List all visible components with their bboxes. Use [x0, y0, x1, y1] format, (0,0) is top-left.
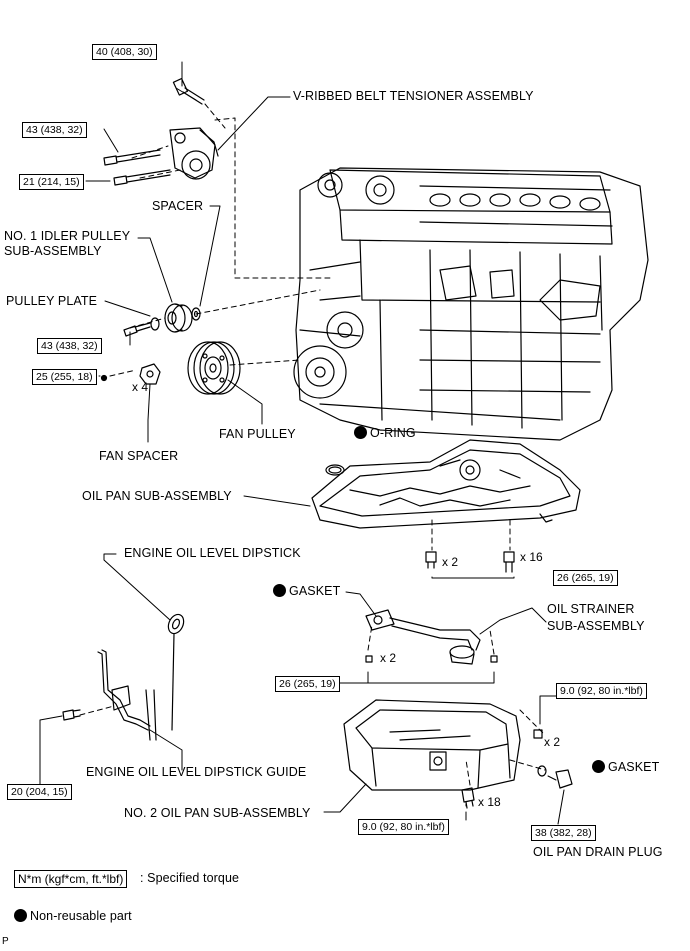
torque-box-9a: 9.0 (92, 80 in.*lbf): [556, 683, 647, 699]
torque-box-40: 40 (408, 30): [92, 44, 157, 60]
label-gasket-strainer-text: GASKET: [289, 584, 341, 598]
label-dipstick-guide: ENGINE OIL LEVEL DIPSTICK GUIDE: [86, 765, 307, 779]
alignment-dashes: [79, 103, 546, 786]
label-no2-oil-pan: NO. 2 OIL PAN SUB-ASSEMBLY: [124, 806, 311, 820]
non-reusable-dot: [354, 426, 367, 439]
torque-box-9b: 9.0 (92, 80 in.*lbf): [358, 819, 449, 835]
non-reusable-dot: [592, 760, 605, 773]
label-dipstick: ENGINE OIL LEVEL DIPSTICK: [124, 546, 301, 560]
non-reusable-dot: [273, 584, 286, 597]
legend-non-reusable-text: Non-reusable part: [30, 909, 132, 923]
qty-no2-pan-a: x 2: [544, 735, 561, 749]
dipstick-drawing: [62, 613, 185, 741]
qty-no2-pan-b: x 18: [478, 795, 501, 809]
fan-pulley-drawing: [100, 341, 241, 395]
torque-box-43b: 43 (438, 32): [37, 338, 102, 354]
label-drain-plug: OIL PAN DRAIN PLUG: [533, 845, 663, 859]
label-o-ring: O-RING: [354, 426, 416, 441]
label-idler-line1: NO. 1 IDLER PULLEY: [4, 229, 131, 243]
label-pulley-plate: PULLEY PLATE: [6, 294, 98, 308]
idler-pulley-drawing: [123, 303, 201, 337]
qty-strainer: x 2: [380, 651, 397, 665]
legend-non-reusable: Non-reusable part: [14, 909, 132, 924]
torque-box-26b: 26 (265, 19): [275, 676, 340, 692]
label-idler-line2: SUB-ASSEMBLY: [4, 244, 102, 258]
label-spacer: SPACER: [152, 199, 204, 213]
label-gasket-strainer: GASKET: [273, 584, 340, 599]
torque-box-43a: 43 (438, 32): [22, 122, 87, 138]
label-gasket-drain: GASKET: [592, 760, 659, 775]
label-tensioner: V-RIBBED BELT TENSIONER ASSEMBLY: [293, 89, 534, 103]
label-strainer-line1: OIL STRAINER: [547, 602, 635, 616]
no2-oil-pan-drawing: [343, 699, 573, 809]
qty-fan-spacer: x 4: [132, 380, 149, 394]
oil-strainer-drawing: [365, 609, 498, 665]
torque-box-38: 38 (382, 28): [531, 825, 596, 841]
label-oil-pan: OIL PAN SUB-ASSEMBLY: [82, 489, 232, 503]
page-mark: P: [2, 936, 9, 947]
label-fan-pulley: FAN PULLEY: [219, 427, 296, 441]
torque-box-20: 20 (204, 15): [7, 784, 72, 800]
torque-box-21: 21 (214, 15): [19, 174, 84, 190]
non-reusable-dot: [14, 909, 27, 922]
engine-block-drawing: [293, 167, 649, 441]
label-gasket-drain-text: GASKET: [608, 760, 660, 774]
label-o-ring-text: O-RING: [370, 426, 416, 440]
legend-unit-box: N*m (kgf*cm, ft.*lbf): [14, 870, 128, 888]
leader-lines: [39, 61, 565, 825]
tensioner-assembly-drawing: [103, 77, 219, 186]
torque-box-25: 25 (255, 18): [32, 369, 97, 385]
legend-unit-desc: : Specified torque: [140, 871, 240, 885]
qty-pan-bolt-b: x 16: [520, 550, 543, 564]
qty-pan-bolt-a: x 2: [442, 555, 459, 569]
oil-pan-drawing: [311, 439, 581, 573]
label-strainer-line2: SUB-ASSEMBLY: [547, 619, 645, 633]
label-fan-spacer: FAN SPACER: [99, 449, 179, 463]
torque-box-26a: 26 (265, 19): [553, 570, 618, 586]
